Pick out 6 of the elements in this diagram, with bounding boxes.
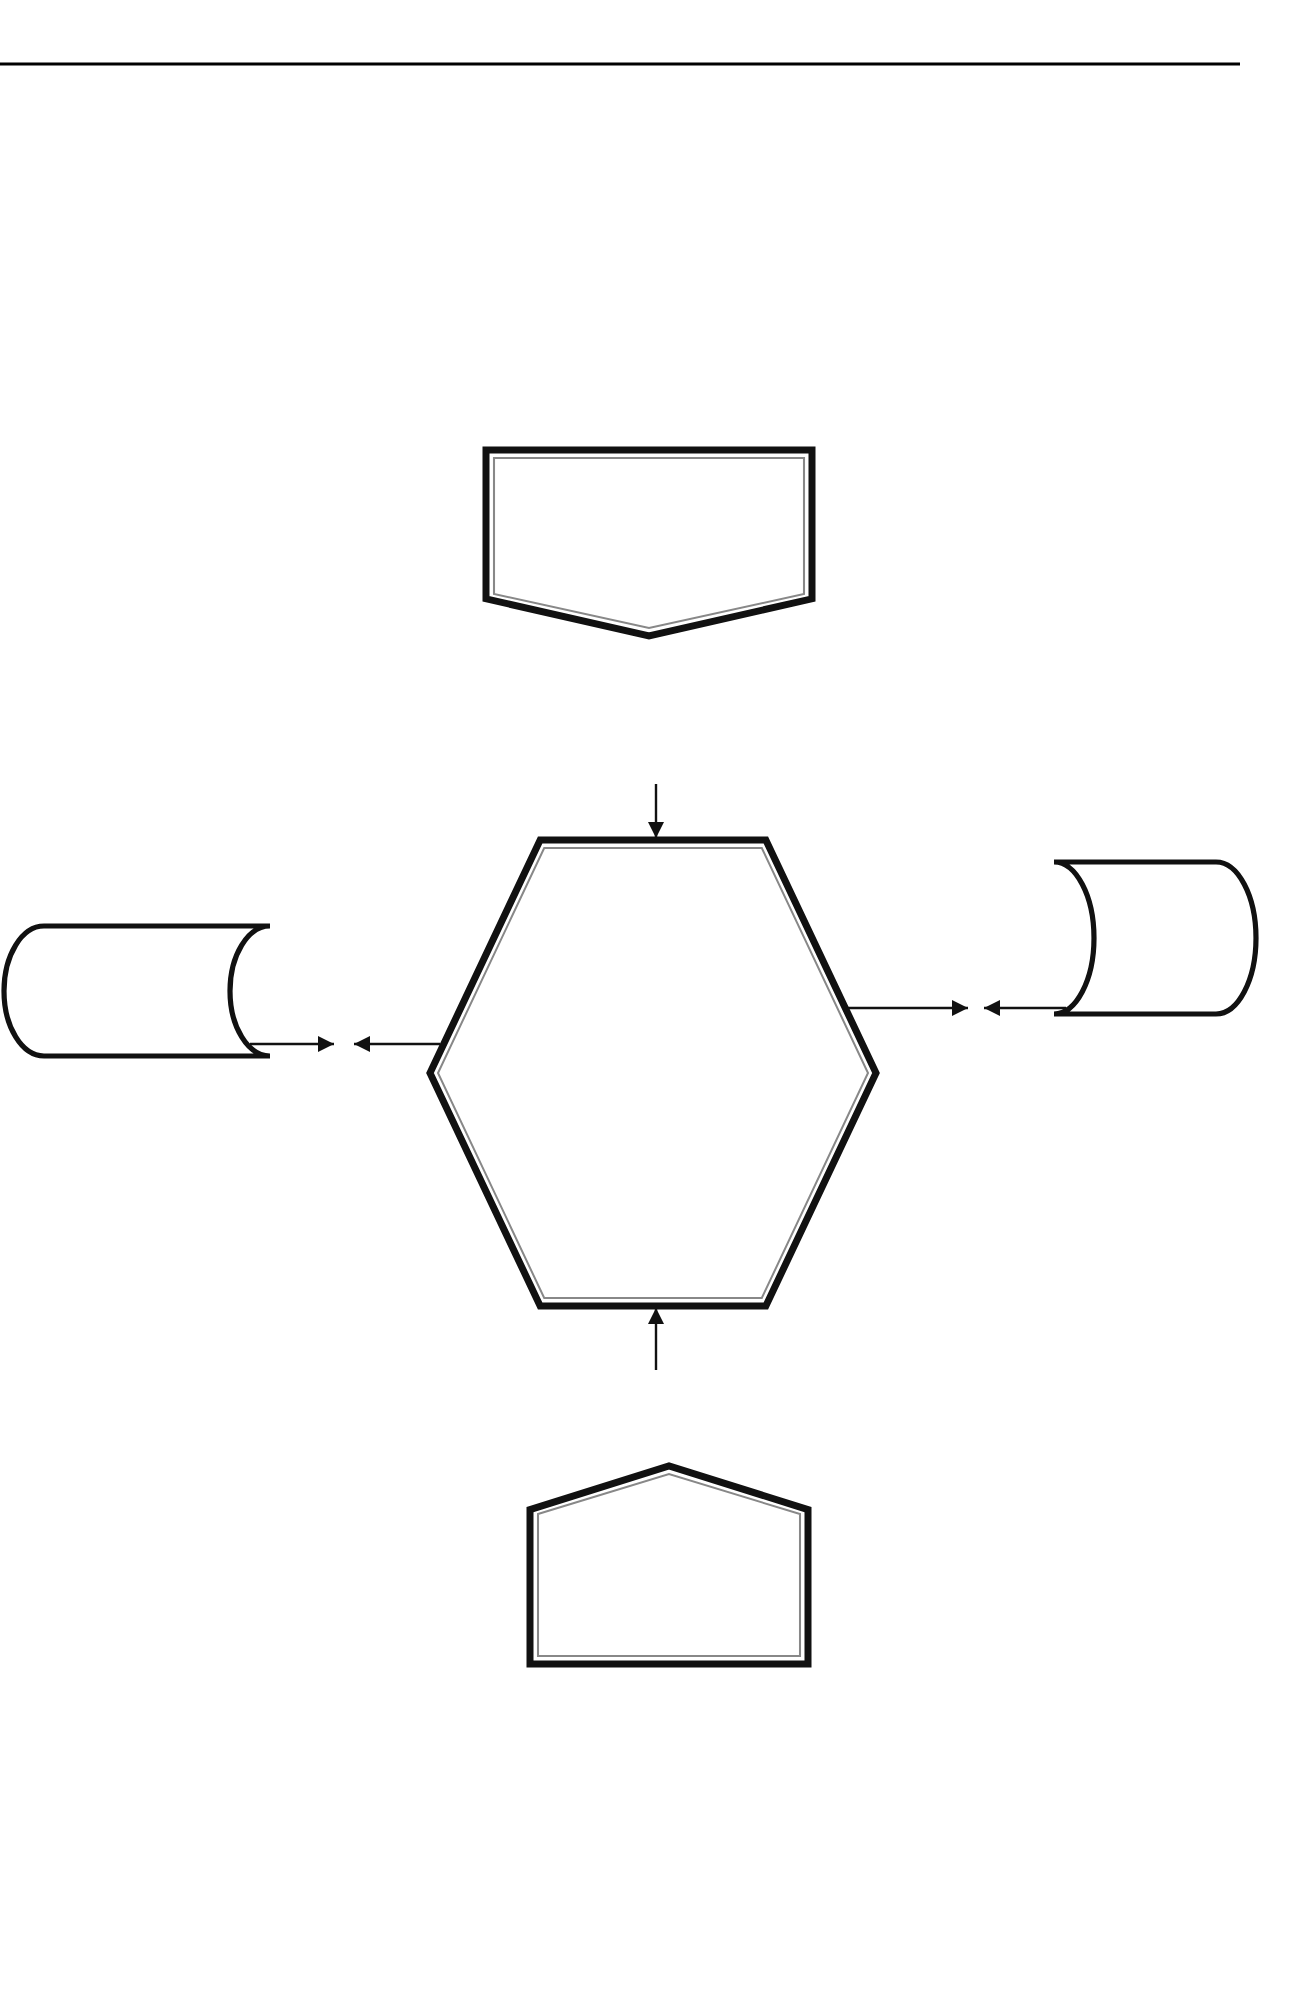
arrow xyxy=(848,1000,968,1016)
arrow xyxy=(354,1036,440,1052)
arrow xyxy=(648,784,664,838)
arrow xyxy=(984,1000,1066,1016)
arrow xyxy=(250,1036,334,1052)
arrow xyxy=(648,1308,664,1370)
